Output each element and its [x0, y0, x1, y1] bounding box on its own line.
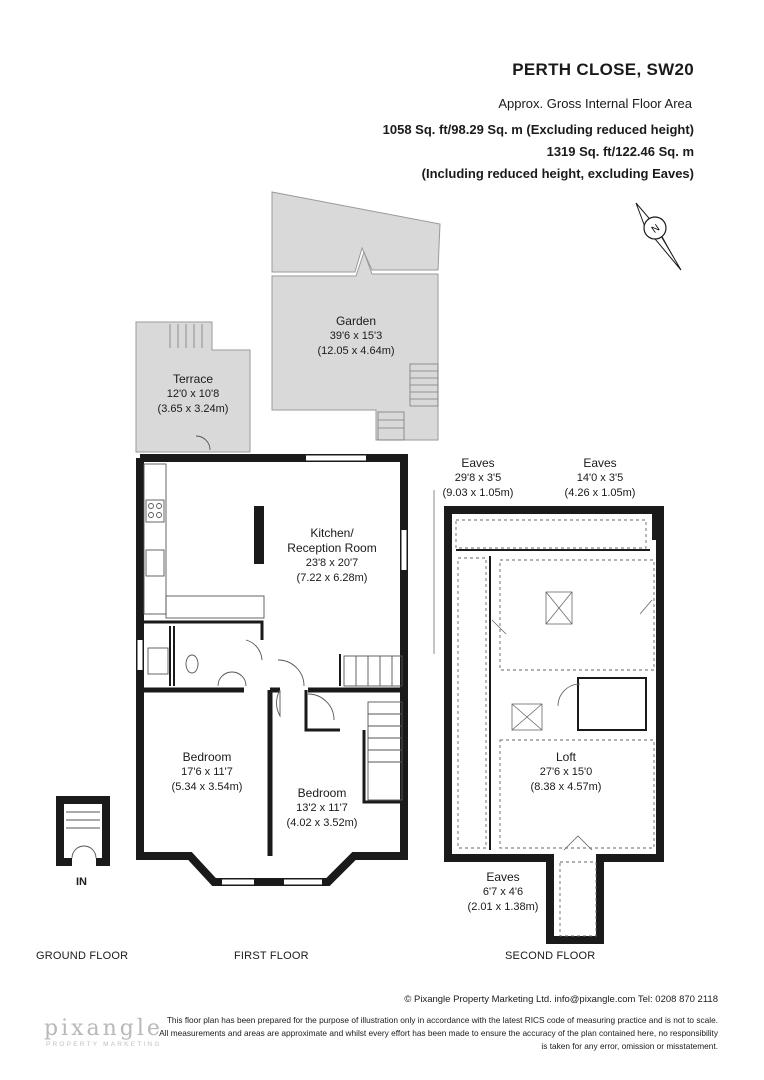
bedroom1-name: Bedroom — [182, 750, 232, 764]
area-subtitle: Approx. Gross Internal Floor Area — [498, 96, 692, 111]
loft-imperial: 27'6 x 15'0 — [539, 766, 593, 778]
loft-metric: (8.38 x 4.57m) — [530, 781, 602, 793]
bedroom1-metric: (5.34 x 3.54m) — [171, 781, 243, 793]
terrace-metric: (3.65 x 3.24m) — [157, 403, 229, 415]
area-excluding-reduced: 1058 Sq. ft/98.29 Sq. m (Excluding reduc… — [382, 122, 694, 137]
ground-floor-label: GROUND FLOOR — [36, 950, 129, 962]
first-floor-label: FIRST FLOOR — [234, 950, 309, 962]
eaves2-name: Eaves — [583, 456, 617, 470]
terrace-name: Terrace — [172, 372, 214, 386]
eaves3-imperial: 6'7 x 4'6 — [482, 886, 524, 898]
bedroom1-imperial: 17'6 x 11'7 — [181, 766, 233, 778]
garden-area — [271, 191, 441, 441]
copyright-line: © Pixangle Property Marketing Ltd. info@… — [404, 994, 718, 1005]
eaves1-name: Eaves — [461, 456, 495, 470]
eaves3-name: Eaves — [486, 870, 520, 884]
area-including-reduced: 1319 Sq. ft/122.46 Sq. m — [546, 144, 694, 159]
garden-name: Garden — [335, 314, 377, 328]
terrace-area — [135, 321, 251, 453]
brand-tagline: PROPERTY MARKETING — [46, 1041, 162, 1048]
area-including-note: (Including reduced height, excluding Eav… — [421, 166, 694, 181]
loft-name: Loft — [555, 750, 577, 764]
kitchen-label: Kitchen/ Reception Room 23'8 x 20'7 (7.2… — [287, 526, 376, 586]
bedroom2-name: Bedroom — [297, 786, 347, 800]
loft-label: Loft 27'6 x 15'0 (8.38 x 4.57m) — [531, 750, 602, 795]
second-floor-label: SECOND FLOOR — [505, 950, 596, 962]
kitchen-name-2: Reception Room — [287, 541, 377, 555]
terrace-label: Terrace 12'0 x 10'8 (3.65 x 3.24m) — [158, 372, 229, 417]
brand-logo: pixangle — [44, 1016, 163, 1041]
garden-metric: (12.05 x 4.64m) — [317, 345, 395, 357]
kitchen-fixtures — [143, 435, 403, 801]
ground-floor-walls — [56, 796, 110, 867]
property-title: PERTH CLOSE, SW20 — [512, 60, 694, 79]
eaves2-label: Eaves 14'0 x 3'5 (4.26 x 1.05m) — [565, 456, 636, 501]
north-arrow-icon: N — [635, 202, 682, 271]
terrace-imperial: 12'0 x 10'8 — [166, 388, 220, 400]
eaves1-label: Eaves 29'8 x 3'5 (9.03 x 1.05m) — [443, 456, 514, 501]
kitchen-metric: (7.22 x 6.28m) — [296, 572, 368, 584]
eaves3-label: Eaves 6'7 x 4'6 (2.01 x 1.38m) — [468, 870, 539, 915]
disclaimer-text: This floor plan has been prepared for th… — [159, 1015, 718, 1051]
bedroom2-label: Bedroom 13'2 x 11'7 (4.02 x 3.52m) — [287, 786, 358, 831]
second-floor-walls — [433, 490, 664, 944]
first-floor-walls — [136, 454, 408, 886]
kitchen-imperial: 23'8 x 20'7 — [305, 557, 359, 569]
eaves1-metric: (9.03 x 1.05m) — [442, 487, 514, 499]
garden-label: Garden 39'6 x 15'3 (12.05 x 4.64m) — [317, 314, 394, 359]
bedroom2-metric: (4.02 x 3.52m) — [286, 817, 358, 829]
eaves1-imperial: 29'8 x 3'5 — [454, 472, 502, 484]
eaves3-metric: (2.01 x 1.38m) — [467, 901, 539, 913]
entrance-label: IN — [76, 876, 87, 888]
kitchen-name-1: Kitchen/ — [310, 526, 354, 540]
garden-imperial: 39'6 x 15'3 — [329, 330, 383, 342]
eaves2-metric: (4.26 x 1.05m) — [564, 487, 636, 499]
bedroom1-label: Bedroom 17'6 x 11'7 (5.34 x 3.54m) — [172, 750, 243, 795]
eaves2-imperial: 14'0 x 3'5 — [576, 472, 624, 484]
bedroom2-imperial: 13'2 x 11'7 — [296, 802, 348, 814]
